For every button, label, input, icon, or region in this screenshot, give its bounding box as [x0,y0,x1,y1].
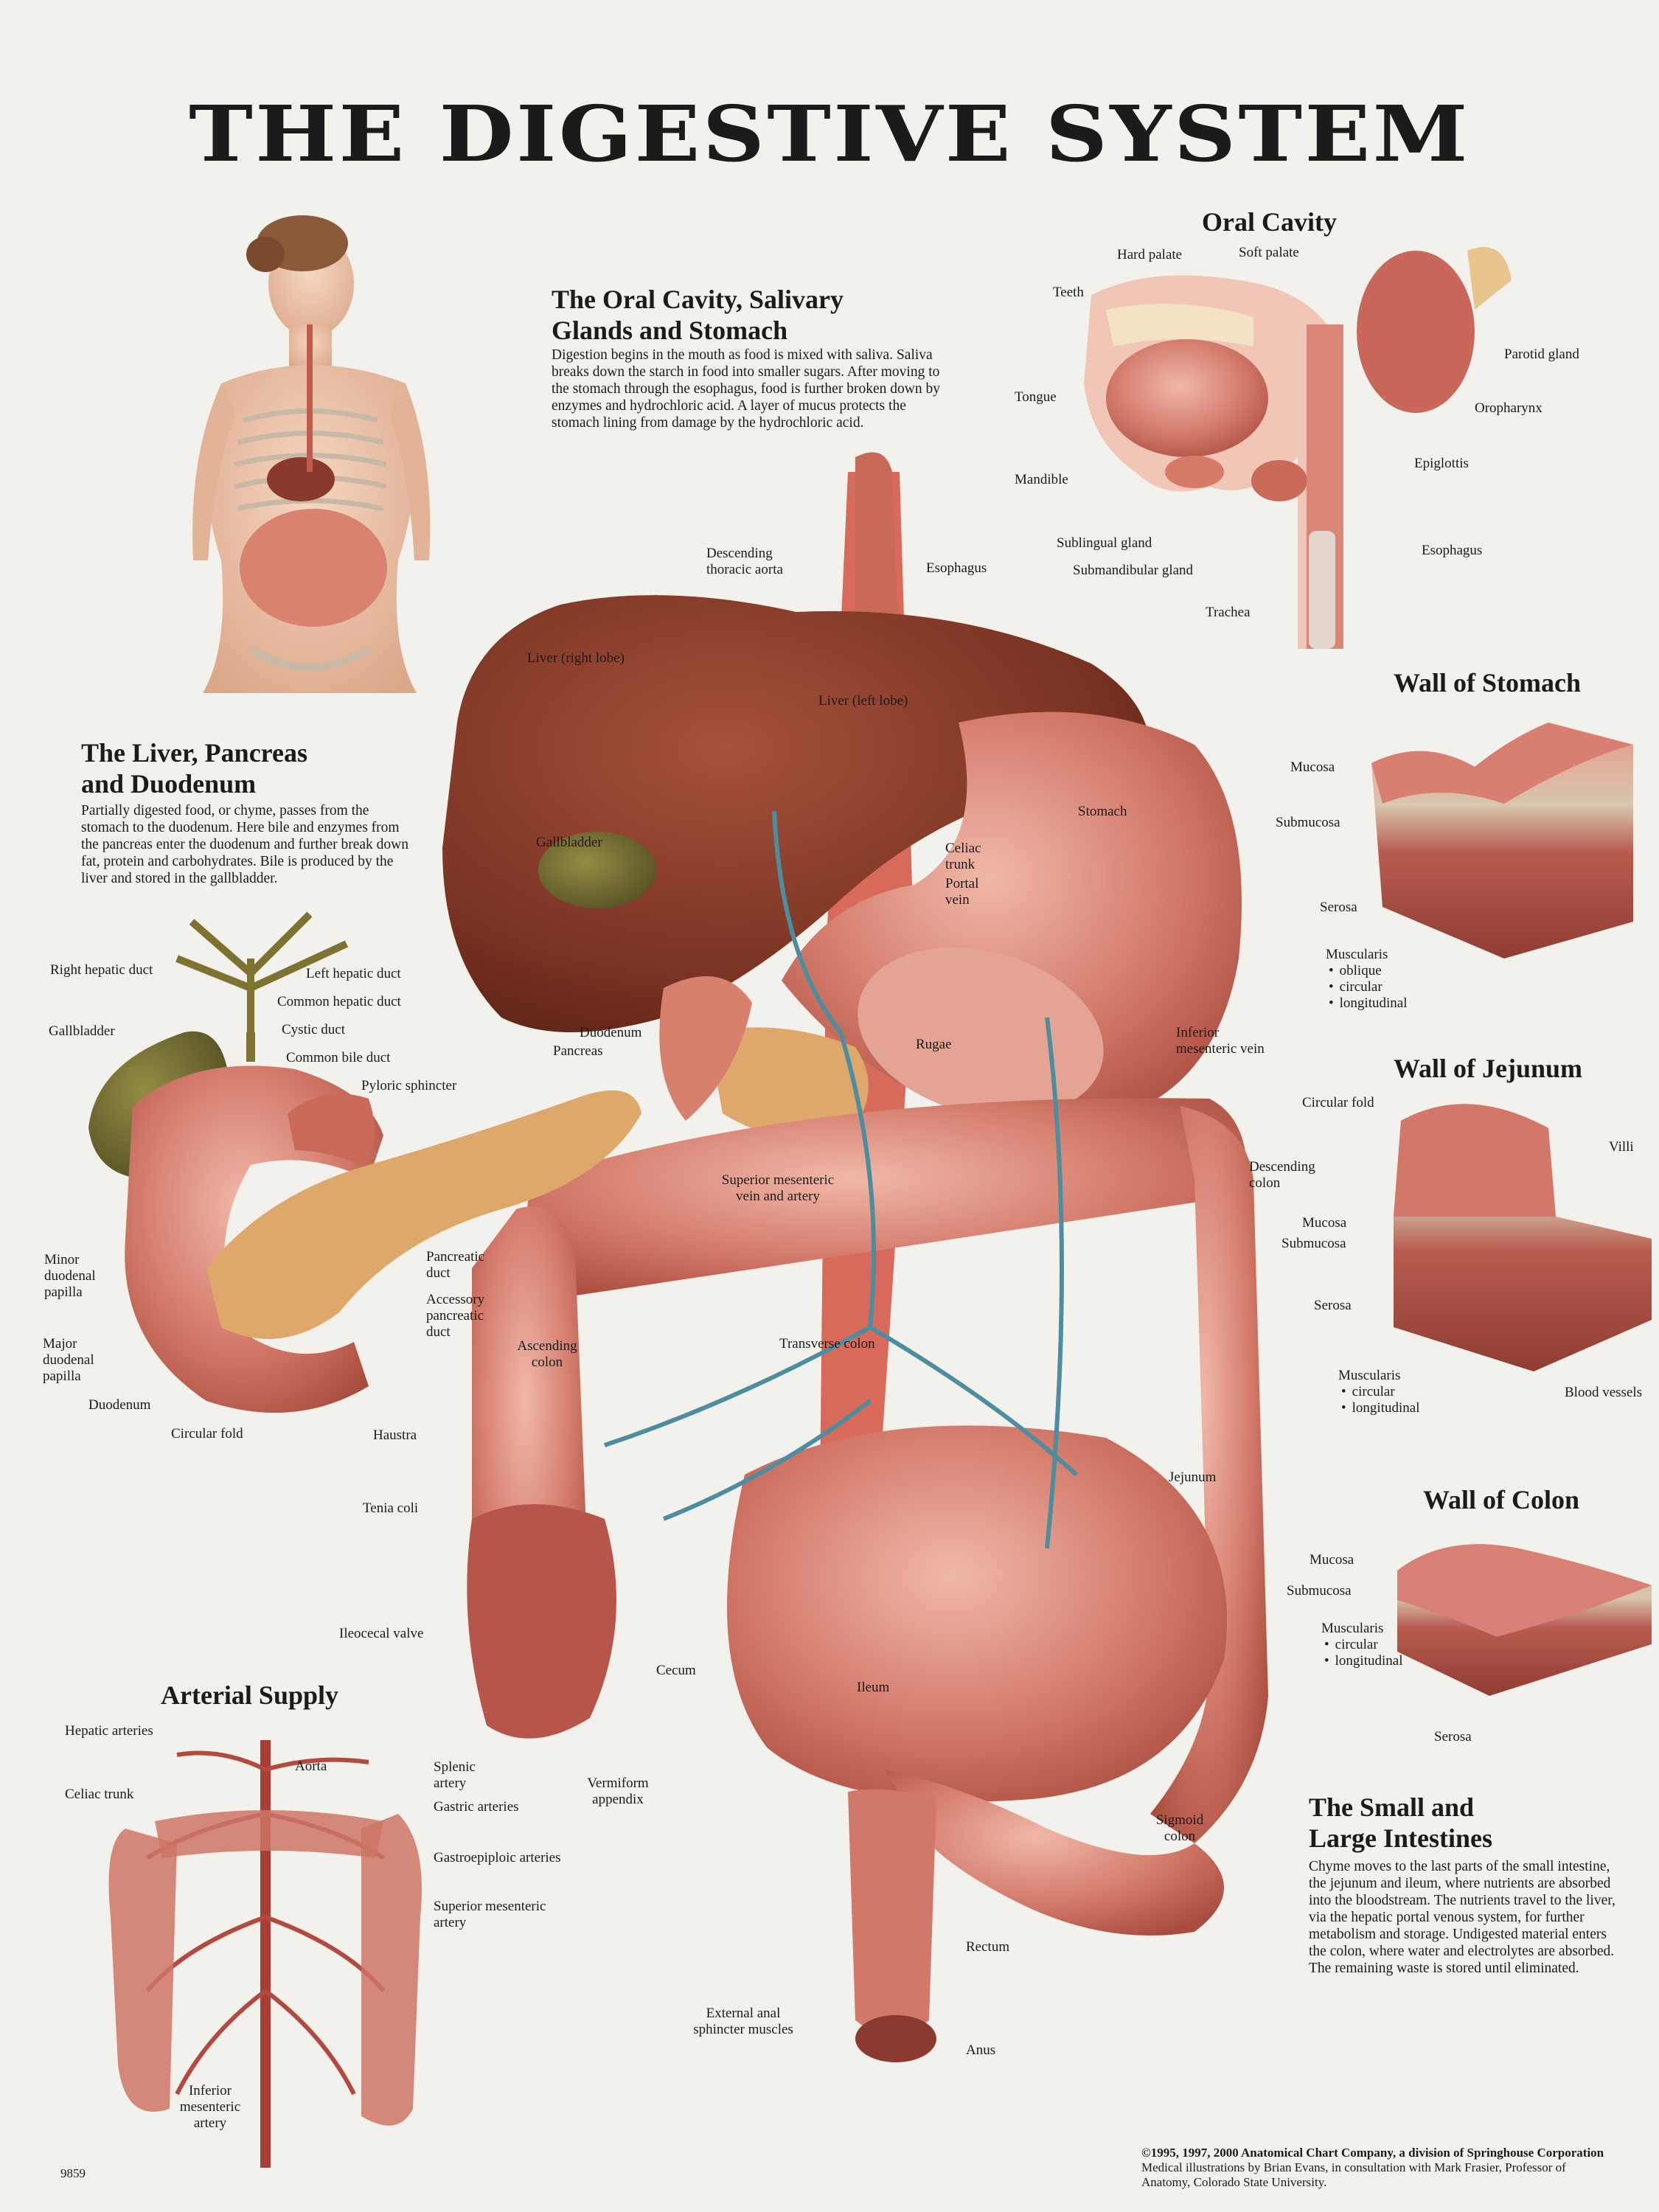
label-minor-duodenal-papilla: Minor duodenal papilla [44,1252,96,1300]
wall-of-stomach-title: Wall of Stomach [1394,668,1582,698]
label-stomach-submucosa: Submucosa [1276,815,1340,830]
label-colon-mucosa: Mucosa [1310,1552,1354,1568]
label-pancreatic-duct: Pancreatic duct [426,1249,485,1281]
label-villi: Villi [1609,1139,1634,1155]
label-pyloric-sphincter: Pyloric sphincter [361,1078,457,1093]
oral-cavity-title: Oral Cavity [1202,207,1337,237]
label-ascending-colon: Ascending colon [517,1338,577,1370]
label-submandibular-gland: Submandibular gland [1073,563,1194,578]
label-major-duodenal-papilla: Major duodenal papilla [43,1336,94,1384]
label-sublingual-gland: Sublingual gland [1057,535,1152,551]
section-heading-intestines: The Small and Large Intestines [1309,1792,1492,1853]
wall-of-jejunum-title: Wall of Jejunum [1394,1054,1583,1083]
label-colon-muscularis: Muscularis circular longitudinal [1321,1621,1469,1669]
arterial-supply-illustration [108,1740,422,2168]
label-rectum: Rectum [966,1939,1010,1955]
label-accessory-pancreatic-duct: Accessory pancreatic duct [426,1292,485,1340]
chart-number: 9859 [60,2166,86,2180]
label-jejunum-mucosa: Mucosa [1302,1215,1347,1231]
label-descending-colon: Descending colon [1249,1159,1315,1191]
label-hepatic-arteries: Hepatic arteries [65,1723,153,1739]
label-blood-vessels: Blood vessels [1565,1385,1643,1400]
label-colon-serosa: Serosa [1434,1729,1472,1745]
label-ileocecal-valve: Ileocecal valve [339,1626,424,1641]
label-epiglottis: Epiglottis [1414,456,1469,471]
jejunum-wall-block [1394,1104,1652,1371]
poster-title: THE DIGESTIVE SYSTEM [189,88,1470,179]
label-soft-palate: Soft palate [1239,245,1299,260]
label-stomach: Stomach [1078,804,1127,819]
label-detail-circular-fold: Circular fold [171,1426,243,1441]
label-cystic-duct: Cystic duct [282,1022,346,1037]
label-tongue: Tongue [1015,389,1057,405]
label-hard-palate: Hard palate [1117,247,1183,262]
label-splenic-artery: Splenic artery [434,1759,476,1791]
label-rugae: Rugae [916,1037,952,1052]
stomach-wall-block [1371,723,1633,959]
pancreas-duodenum-illustration [88,911,641,1413]
label-jejunum: Jejunum [1169,1470,1217,1485]
label-colon-submucosa: Submucosa [1287,1583,1352,1599]
label-anus: Anus [966,2042,996,2058]
label-detail-gallbladder: Gallbladder [49,1023,115,1039]
label-descending-thoracic-aorta: Descending thoracic aorta [706,546,783,577]
label-aorta: Aorta [295,1759,327,1774]
label-external-anal-sphincter: External anal sphincter muscles [693,2006,793,2037]
label-trachea: Trachea [1206,605,1251,620]
label-gastric-arteries: Gastric arteries [434,1799,519,1815]
label-detail-duodenum: Duodenum [88,1397,151,1413]
label-main-gallbladder: Gallbladder [536,835,602,850]
label-common-bile-duct: Common bile duct [286,1050,391,1065]
label-superior-mesenteric-vein-artery: Superior mesenteric vein and artery [721,1172,835,1204]
section-text-liver-pancreas: Partially digested food, or chyme, passe… [81,803,408,886]
label-right-hepatic-duct: Right hepatic duct [50,962,153,978]
label-transverse-colon: Transverse colon [779,1336,875,1352]
label-main-esophagus: Esophagus [926,560,987,576]
oral-cavity-illustration [1084,247,1512,649]
label-pancreas: Pancreas [553,1043,603,1059]
label-left-hepatic-duct: Left hepatic duct [306,966,401,981]
label-common-hepatic-duct: Common hepatic duct [277,994,401,1009]
label-superior-mesenteric-artery: Superior mesenteric artery [434,1899,546,1930]
label-portal-vein: Portal vein [945,876,979,908]
label-main-duodenum: Duodenum [580,1025,642,1040]
label-liver-right-lobe: Liver (right lobe) [527,650,625,666]
label-oropharynx: Oropharynx [1475,400,1543,416]
label-mandible: Mandible [1015,472,1068,487]
section-text-intestines: Chyme moves to the last parts of the sma… [1309,1859,1615,1976]
arterial-supply-title: Arterial Supply [161,1680,339,1710]
main-digestive-illustration [442,452,1268,2062]
torso-figure [192,215,431,693]
copyright-footer: ©1995, 1997, 2000 Anatomical Chart Compa… [1141,2146,1604,2189]
label-jejunum-submucosa: Submucosa [1281,1236,1346,1251]
label-cecum: Cecum [656,1663,696,1678]
label-teeth: Teeth [1053,285,1084,300]
label-stomach-mucosa: Mucosa [1290,759,1335,775]
label-gastroepiploic-arteries: Gastroepiploic arteries [434,1850,561,1865]
label-jejunum-muscularis: Muscularis circular longitudinal [1338,1368,1486,1416]
label-celiac-trunk: Celiac trunk [945,841,981,872]
label-stomach-muscularis: Muscularis oblique circular longitudinal [1326,947,1473,1012]
label-vermiform-appendix: Vermiform appendix [587,1775,649,1807]
label-inferior-mesenteric-vein: Inferior mesenteric vein [1176,1025,1265,1057]
section-heading-oral-glands-stomach: The Oral Cavity, Salivary Glands and Sto… [552,285,844,345]
label-inferior-mesenteric-artery: Inferior mesenteric artery [179,2083,241,2131]
section-text-oral-glands-stomach: Digestion begins in the mouth as food is… [552,347,940,431]
label-liver-left-lobe: Liver (left lobe) [818,693,908,709]
label-tenia-coli: Tenia coli [363,1500,419,1516]
label-stomach-serosa: Serosa [1320,900,1357,915]
section-heading-liver-pancreas: The Liver, Pancreas and Duodenum [81,738,307,799]
label-parotid-gland: Parotid gland [1504,347,1579,362]
label-jejunum-serosa: Serosa [1314,1298,1352,1313]
wall-of-colon-title: Wall of Colon [1423,1485,1580,1514]
label-oral-esophagus: Esophagus [1422,543,1483,558]
label-jejunum-circular-fold: Circular fold [1302,1095,1374,1110]
label-ileum: Ileum [857,1680,890,1695]
label-sigmoid-colon: Sigmoid colon [1155,1812,1204,1844]
label-haustra: Haustra [373,1427,417,1443]
label-arterial-celiac-trunk: Celiac trunk [65,1787,134,1802]
